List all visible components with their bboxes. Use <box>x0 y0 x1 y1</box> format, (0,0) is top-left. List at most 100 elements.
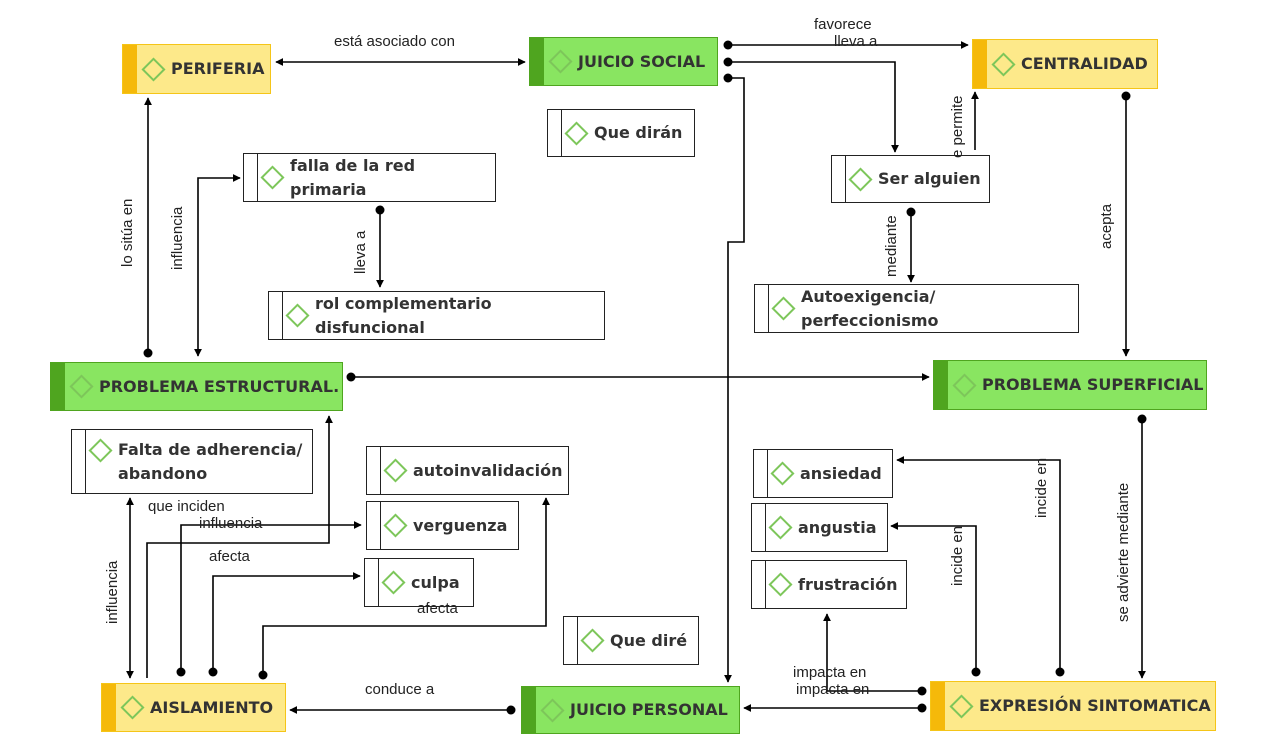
node-bar <box>367 502 381 549</box>
dot-expresion-1 <box>917 703 927 713</box>
dot-juicio-social-3 <box>723 73 733 83</box>
dot-aislamiento-3 <box>258 670 268 680</box>
label-influencia-1: influencia <box>169 206 186 270</box>
node-problema-estructural[interactable]: PROBLEMA ESTRUCTURAL. <box>50 362 343 411</box>
node-bar <box>522 687 536 733</box>
node-bar <box>973 40 987 88</box>
node-bar <box>934 361 948 409</box>
node-juicio-social[interactable]: JUICIO SOCIAL <box>529 37 718 86</box>
node-que-diran[interactable]: Que dirán <box>547 109 695 157</box>
label-se-advierte: se advierte mediante <box>1115 482 1132 622</box>
node-label: verguenza <box>413 515 508 535</box>
diamond-icon <box>120 695 145 720</box>
label-afecta-1: afecta <box>209 548 250 565</box>
link-aislamiento-culpa <box>212 572 361 672</box>
node-autoexigencia[interactable]: Autoexigencia/ perfeccionismo <box>754 284 1079 333</box>
diamond-icon <box>952 372 977 398</box>
node-label: culpa <box>411 572 460 592</box>
label-influencia-3: influencia <box>104 560 121 624</box>
label-conduce-a: conduce a <box>365 681 435 698</box>
dot-centralidad <box>1121 91 1131 101</box>
node-label: AISLAMIENTO <box>150 697 274 717</box>
diamond-icon <box>69 374 94 399</box>
label-mediante: mediante <box>883 215 900 277</box>
node-label: Ser alguien <box>878 169 981 188</box>
node-expresion-sintomatica[interactable]: EXPRESIÓN SINTOMATICA <box>930 681 1216 731</box>
node-label: JUICIO SOCIAL <box>578 51 706 71</box>
diamond-icon <box>88 438 113 463</box>
label-afecta-2: afecta <box>417 600 458 617</box>
node-bar <box>123 45 137 93</box>
diamond-icon <box>540 697 565 723</box>
dot-falla-red <box>375 205 385 215</box>
node-label: angustia <box>798 517 877 537</box>
link-falla-red-problema-estructural <box>194 174 241 357</box>
dot-problema-superficial <box>1137 414 1147 424</box>
diamond-icon <box>383 458 408 483</box>
diamond-icon <box>991 51 1016 77</box>
node-bar <box>755 285 769 332</box>
diamond-icon <box>564 120 589 146</box>
dot-aislamiento-2 <box>208 667 218 677</box>
node-falla-red[interactable]: falla de la red primaria <box>243 153 496 202</box>
node-bar <box>51 363 65 410</box>
node-centralidad[interactable]: CENTRALIDAD <box>972 39 1158 89</box>
node-frustracion[interactable]: frustración <box>751 560 907 609</box>
node-problema-superficial[interactable]: PROBLEMA SUPERFICIAL <box>933 360 1207 410</box>
node-bar <box>367 447 381 494</box>
link-juicio-social-juicio-personal <box>724 77 745 683</box>
diamond-icon <box>381 570 406 595</box>
label-esta-asociado: está asociado con <box>334 33 455 50</box>
link-aislamiento-problema-estructural <box>146 415 333 678</box>
diamond-icon <box>768 572 793 597</box>
diamond-icon <box>771 296 796 321</box>
node-autoinvalidacion[interactable]: autoinvalidación <box>366 446 569 495</box>
node-que-dire[interactable]: Que diré <box>563 616 699 665</box>
node-label: Que dirán <box>594 123 683 142</box>
label-influencia-2: influencia <box>199 515 263 532</box>
node-angustia[interactable]: angustia <box>751 503 888 552</box>
diamond-icon <box>770 461 795 486</box>
node-label: falla de la red primaria <box>290 155 416 199</box>
dot-expresion-4 <box>1055 667 1065 677</box>
node-ansiedad[interactable]: ansiedad <box>753 449 893 498</box>
node-periferia[interactable]: PERIFERIA <box>122 44 271 94</box>
dot-juicio-social-1 <box>723 40 733 50</box>
node-label: rol complementario disfuncional <box>315 293 492 337</box>
label-incide-en-2: incide en <box>949 525 966 586</box>
dot-ser-alguien <box>906 207 916 217</box>
node-bar <box>832 156 846 202</box>
dot-aislamiento-1 <box>176 667 186 677</box>
dot-juicio-social-2 <box>723 57 733 67</box>
node-label: PROBLEMA ESTRUCTURAL. <box>99 376 340 396</box>
label-lo-situa: lo sitúa en <box>119 198 136 267</box>
node-rol-complementario[interactable]: rol complementario disfuncional <box>268 291 605 340</box>
label-incide-en-1: incide en <box>1033 457 1050 518</box>
label-lleva-a-top: lleva a <box>834 33 878 50</box>
diamond-icon <box>548 49 573 74</box>
node-bar <box>102 684 116 731</box>
node-culpa[interactable]: culpa <box>364 558 474 607</box>
label-impacta-2: impacta en <box>796 681 870 698</box>
link-expresion-ansiedad <box>896 456 1061 672</box>
node-label: frustración <box>798 574 898 594</box>
node-aislamiento[interactable]: AISLAMIENTO <box>101 683 286 732</box>
diamond-icon <box>768 515 793 540</box>
node-falta-adherencia[interactable]: Falta de adherencia/ abandono <box>71 429 313 494</box>
node-label: ansiedad <box>800 463 882 483</box>
diamond-icon <box>285 303 310 328</box>
label-favorece: favorece <box>814 16 872 33</box>
link-juicio-social-ser-alguien <box>728 61 899 153</box>
node-bar <box>754 450 768 497</box>
dot-expresion-3 <box>971 667 981 677</box>
link-expresion-angustia <box>890 522 977 672</box>
node-ser-alguien[interactable]: Ser alguien <box>831 155 990 203</box>
node-bar <box>752 504 766 551</box>
node-bar <box>530 38 544 85</box>
node-bar <box>269 292 283 339</box>
node-juicio-personal[interactable]: JUICIO PERSONAL <box>521 686 740 734</box>
diamond-icon <box>260 165 285 190</box>
node-label: Autoexigencia/ perfeccionismo <box>801 286 939 330</box>
node-verguenza[interactable]: verguenza <box>366 501 519 550</box>
node-bar <box>365 559 379 606</box>
